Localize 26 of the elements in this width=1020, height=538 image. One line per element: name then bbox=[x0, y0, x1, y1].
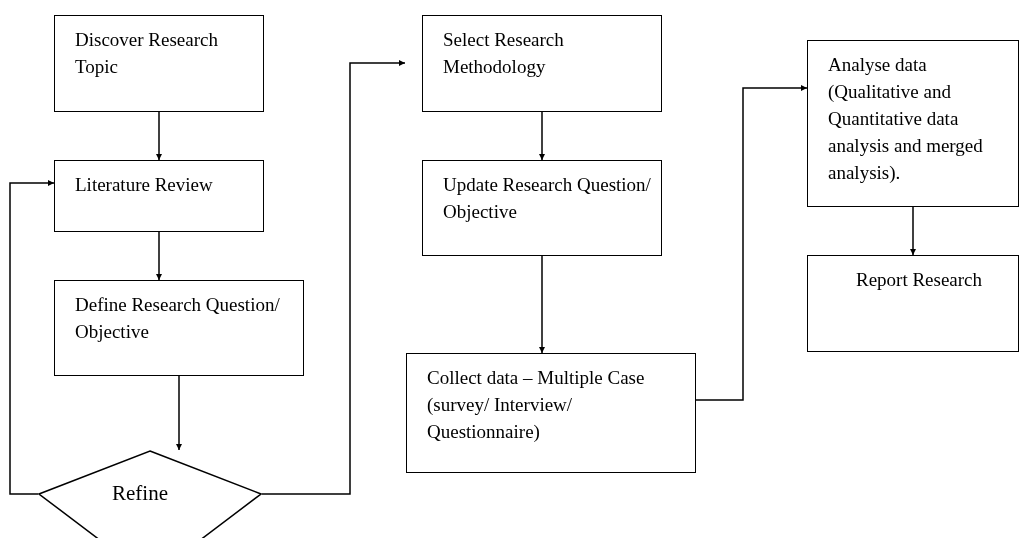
decision-label: Refine bbox=[112, 480, 168, 508]
process-box bbox=[422, 15, 662, 112]
process-box bbox=[422, 160, 662, 256]
arrow bbox=[539, 255, 545, 354]
process-box bbox=[54, 160, 264, 232]
box-label: Update Research Question/ Objective bbox=[443, 173, 652, 224]
process-box bbox=[54, 15, 264, 112]
box-label: Analyse data (Qualitative and Quantitative data analysis and merged analysis). bbox=[828, 53, 984, 185]
arrow bbox=[539, 111, 545, 161]
arrow bbox=[261, 60, 406, 495]
box-label: Report Research bbox=[854, 268, 984, 292]
process-box bbox=[54, 280, 304, 376]
box-label: Select Research Methodology bbox=[443, 28, 565, 79]
arrow bbox=[695, 85, 808, 401]
arrow bbox=[910, 206, 916, 256]
process-box bbox=[406, 353, 696, 473]
box-label: Collect data – Multiple Case (survey/ Interview/ Questionnaire) bbox=[427, 366, 646, 444]
arrow bbox=[156, 111, 162, 161]
box-label: Discover Research Topic bbox=[75, 28, 219, 79]
box-label: Define Research Question/ Objective bbox=[75, 293, 281, 344]
arrow bbox=[9, 180, 55, 495]
process-box bbox=[807, 255, 1019, 352]
box-label: Literature Review bbox=[75, 173, 214, 197]
process-box bbox=[807, 40, 1019, 207]
arrow bbox=[176, 375, 182, 451]
arrow bbox=[156, 231, 162, 281]
